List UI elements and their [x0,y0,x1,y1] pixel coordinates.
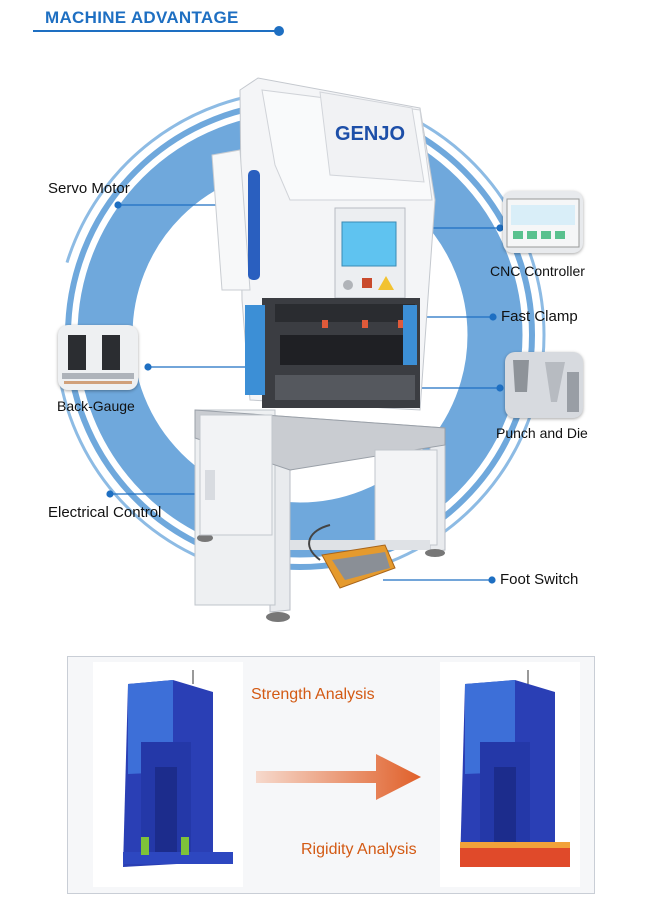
back-gauge-label: Back-Gauge [57,398,135,414]
fast-clamp-label: Fast Clamp [501,308,578,325]
strength-analysis-model [93,662,243,887]
title-underline-dot [274,26,284,36]
title-underline [33,30,278,32]
punch-and-die-thumbnail [505,352,583,418]
back-gauge-thumbnail [58,325,138,390]
machine-illustration: GENJO [54,77,546,622]
strength-analysis-label: Strength Analysis [251,686,375,703]
transition-arrow-icon [256,754,421,800]
press-brake-machine [194,77,446,622]
servo-motor-label: Servo Motor [48,180,130,197]
punch-die-icon [513,360,579,412]
cnc-controller-thumbnail [503,191,583,253]
back-gauge-icon [62,335,134,384]
cnc-controller-label: CNC Controller [490,263,585,279]
machine-diagram: GENJO CNC Controller Servo Motor Fast Cl… [0,40,650,640]
analysis-panel: Strength Analysis Rigidity Analysis [67,656,595,894]
section-title: MACHINE ADVANTAGE [45,8,239,27]
brand-logo: GENJO [335,123,405,145]
foot-switch-pedal [308,524,396,589]
foot-switch-label: Foot Switch [500,571,579,588]
rigidity-analysis-label: Rigidity Analysis [301,841,417,858]
section-header: MACHINE ADVANTAGE [0,0,650,45]
punch-and-die-label: Punch and Die [496,425,588,441]
controller-screen-icon [506,198,580,248]
rigidity-analysis-model [440,662,580,887]
electrical-control-label: Electrical Control [48,504,162,521]
leader-lines [106,201,504,584]
